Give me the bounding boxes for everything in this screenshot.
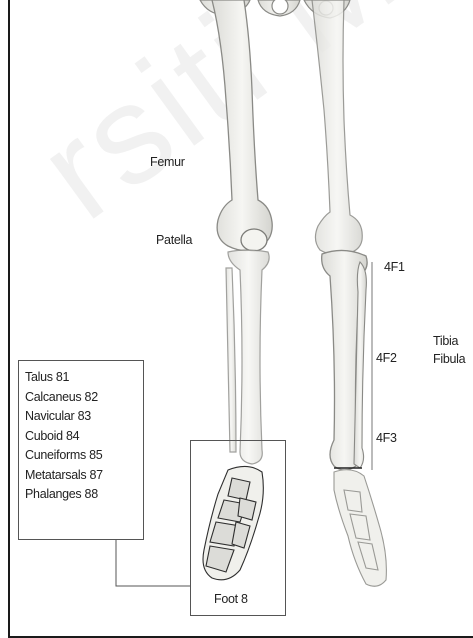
- diagram-frame: [8, 0, 473, 638]
